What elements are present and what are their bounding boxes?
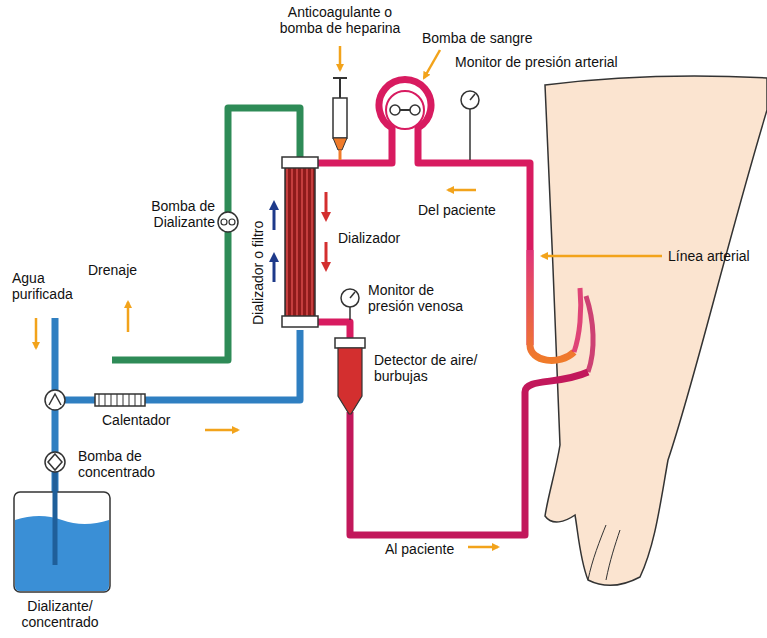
pump-label: Bomba de sangre xyxy=(422,30,533,46)
dialyzer-part xyxy=(273,257,276,282)
arterial-pressure-gauge-part xyxy=(470,94,475,100)
venous-line-part xyxy=(586,296,593,372)
heparin-syringe-part xyxy=(333,98,347,138)
concentrate-container xyxy=(14,470,110,592)
flow-label: Al paciente xyxy=(385,541,454,557)
arterial-line-part xyxy=(318,79,530,345)
venous-pressure-gauge-part xyxy=(349,307,351,320)
pump-label: Bomba de concentrado xyxy=(78,448,173,480)
gauge-label: Monitor de presión arterial xyxy=(455,54,618,70)
dialyzer-part xyxy=(325,242,328,267)
dialysate-pump-part xyxy=(221,219,227,225)
arterial-line-part xyxy=(530,250,574,360)
dialyzer xyxy=(274,157,326,327)
part-label: Dializador o filtro xyxy=(250,225,266,325)
flow-arrows-part xyxy=(542,255,662,258)
venous-pressure-gauge-part xyxy=(350,292,355,298)
arterial-pressure-gauge-part xyxy=(461,91,479,109)
arterial-line xyxy=(318,79,581,360)
concentrate-container-part xyxy=(15,516,109,591)
pump-label: Bomba de Dializante xyxy=(140,198,215,230)
concentrate-container-part xyxy=(53,470,58,565)
blood-pump-part xyxy=(410,105,420,115)
heater xyxy=(95,394,145,406)
air-bubble-detector xyxy=(335,338,365,414)
arterial-pressure-gauge xyxy=(461,91,479,160)
concentrate-pump-part xyxy=(48,454,62,470)
dialysate-drain-line-part xyxy=(109,298,116,363)
output-label: Drenaje xyxy=(88,262,137,278)
blood-pump-part xyxy=(390,105,400,115)
water-pump-part xyxy=(49,394,61,405)
fresh-dialysate-line-part xyxy=(55,330,300,400)
input-label: Agua purificada xyxy=(12,270,87,302)
flow-arrows-part xyxy=(205,429,238,432)
flow-arrows xyxy=(36,46,662,547)
concentrate-pump xyxy=(45,452,65,472)
flow-arrows-part xyxy=(35,318,38,348)
arm-part xyxy=(545,76,767,585)
flow-label: Del paciente xyxy=(418,202,496,218)
line-label: Línea arterial xyxy=(668,248,750,264)
gauge-label: Monitor de presión venosa xyxy=(368,282,478,314)
dialysate-drain-line-part xyxy=(112,108,300,360)
dialyzer-part xyxy=(273,205,276,230)
dialysate-pump xyxy=(218,212,238,232)
part-label: Detector de aire/ burbujas xyxy=(374,352,494,384)
flow-arrows-part xyxy=(448,189,476,192)
dialyzer-part xyxy=(282,157,318,168)
dialyzer-part xyxy=(285,166,315,318)
heparin-syringe xyxy=(333,78,347,160)
heparin-syringe-part xyxy=(333,138,347,150)
fresh-dialysate-line-part xyxy=(52,318,59,565)
dialysate-pump-part xyxy=(218,212,238,232)
concentrate-container-part xyxy=(14,492,110,592)
water-pump xyxy=(45,390,65,410)
heparin-syringe-part xyxy=(333,77,347,79)
flow-arrows-part xyxy=(468,546,498,549)
pump-label: Anticoagulante o bomba de heparina xyxy=(276,4,404,36)
arm-part xyxy=(588,525,620,580)
water-pump-part xyxy=(45,390,65,410)
air-bubble-detector-part xyxy=(335,338,365,348)
dialysate-drain-line xyxy=(112,108,300,363)
container-label: Dializante/ concentrado xyxy=(10,598,110,630)
flow-arrows-part xyxy=(127,302,130,332)
dialyzer-part xyxy=(325,192,328,217)
heparin-syringe-part xyxy=(339,150,342,160)
flow-arrows-part xyxy=(339,46,342,70)
venous-pressure-gauge-part xyxy=(341,289,359,307)
air-bubble-detector-part xyxy=(338,348,362,414)
flow-arrows-part xyxy=(424,50,440,78)
heparin-syringe-part xyxy=(339,78,341,98)
part-label: Dializador xyxy=(338,230,400,246)
venous-pressure-gauge xyxy=(341,289,359,320)
arterial-line-part xyxy=(574,288,581,352)
arterial-pressure-gauge-part xyxy=(469,109,471,160)
dialyzer-part xyxy=(282,316,318,327)
venous-line-part xyxy=(350,372,588,535)
part-label: Calentador xyxy=(102,412,171,428)
dialysate-pump-part xyxy=(229,219,235,225)
blood-pump xyxy=(386,91,424,129)
blood-pump-part xyxy=(386,91,424,129)
venous-line xyxy=(318,296,593,535)
concentrate-pump-part xyxy=(45,452,65,472)
arm xyxy=(545,76,767,585)
heater-part xyxy=(95,394,145,406)
